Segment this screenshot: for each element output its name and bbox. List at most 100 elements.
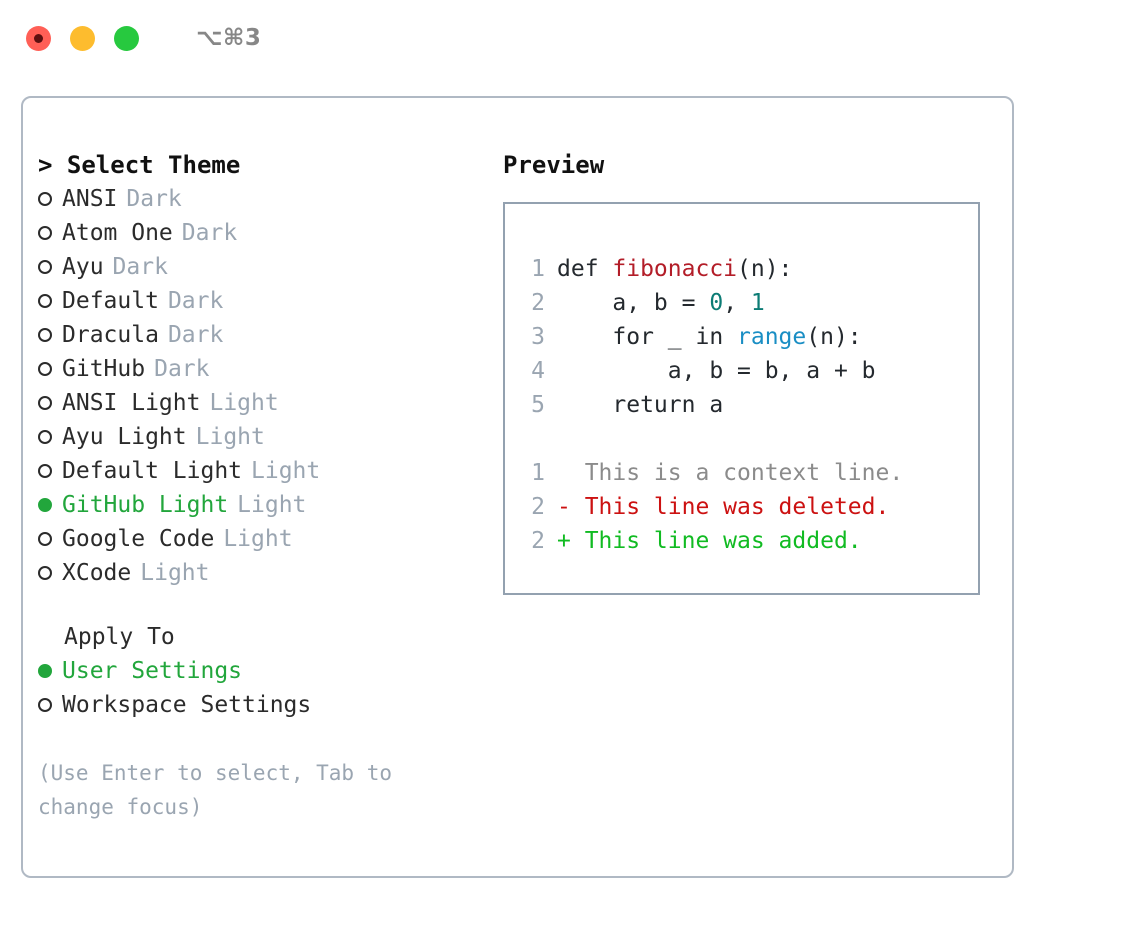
diff-content: This is a context line.	[557, 456, 904, 490]
theme-option-label: Atom One	[62, 220, 173, 246]
theme-option-label: Google Code	[62, 526, 215, 552]
keyboard-shortcut-label: ⌥⌘3	[196, 25, 262, 51]
code-content: return a	[557, 388, 723, 422]
token: + This line was added.	[557, 528, 862, 554]
theme-option-label: Ayu	[62, 254, 104, 280]
theme-option-11[interactable]: XCode Light	[38, 556, 493, 590]
theme-option-tag: Light	[237, 492, 307, 518]
theme-option-tag: Light	[251, 458, 321, 484]
line-number: 2	[531, 528, 545, 554]
line-number: 2	[531, 494, 545, 520]
radio-unselected-icon[interactable]	[38, 464, 52, 478]
recording-indicator-icon	[34, 33, 43, 43]
line-number: 2	[531, 290, 545, 316]
code-content: def fibonacci(n):	[557, 252, 792, 286]
preview-heading: Preview	[503, 151, 605, 179]
code-line: 5 return a	[521, 388, 978, 422]
theme-option-10[interactable]: Google Code Light	[38, 522, 493, 556]
line-number: 4	[531, 358, 545, 384]
token: a, b = b, a + b	[557, 358, 876, 384]
theme-option-tag: Dark	[154, 356, 210, 382]
title-bar: ⌥⌘3	[0, 0, 1140, 76]
theme-option-tag: Light	[209, 390, 279, 416]
code-content: a, b = b, a + b	[557, 354, 876, 388]
diff-content: - This line was deleted.	[557, 490, 889, 524]
theme-option-label: XCode	[62, 560, 132, 586]
theme-option-tag: Light	[223, 526, 293, 552]
radio-unselected-icon[interactable]	[38, 362, 52, 376]
theme-option-tag: Dark	[167, 288, 224, 314]
theme-option-tag: Dark	[112, 254, 168, 280]
token: (n):	[737, 256, 793, 282]
code-line: 3 for _ in range(n):	[521, 320, 978, 354]
radio-unselected-icon[interactable]	[38, 328, 52, 342]
theme-option-tag: Dark	[181, 220, 238, 246]
theme-option-label: GitHub	[62, 356, 146, 382]
theme-option-5[interactable]: GitHub Dark	[38, 352, 493, 386]
traffic-light-buttons	[26, 25, 139, 51]
theme-option-label: Default Light	[62, 458, 243, 484]
token: 0	[709, 290, 724, 316]
radio-selected-icon[interactable]	[38, 498, 52, 512]
theme-option-label: Ayu Light	[62, 424, 187, 450]
theme-option-2[interactable]: Ayu Dark	[38, 250, 493, 284]
theme-option-tag: Dark	[167, 322, 224, 348]
radio-unselected-icon[interactable]	[38, 260, 52, 274]
token: def	[557, 256, 613, 282]
token: a, b =	[557, 290, 710, 316]
radio-unselected-icon[interactable]	[38, 192, 52, 206]
theme-option-tag: Light	[195, 424, 265, 450]
apply-option-1[interactable]: Workspace Settings	[38, 688, 493, 722]
line-number: 3	[531, 324, 545, 350]
radio-selected-icon[interactable]	[38, 664, 52, 678]
token: for _ in	[557, 324, 738, 350]
minimize-button[interactable]	[70, 25, 95, 51]
apply-option-0[interactable]: User Settings	[38, 654, 493, 688]
diff-sample: 1 This is a context line. 2 - This line wa…	[521, 456, 978, 558]
close-button[interactable]	[26, 25, 51, 51]
theme-option-label: GitHub Light	[62, 492, 229, 518]
token: fibonacci	[612, 256, 738, 282]
token: range	[737, 324, 807, 350]
code-content: for _ in range(n):	[557, 320, 862, 354]
code-line: 2 a, b = 0, 1	[521, 286, 978, 320]
diff-line: 2 - This line was deleted.	[521, 490, 978, 524]
line-number: 1	[531, 256, 545, 282]
maximize-button[interactable]	[114, 25, 139, 51]
keyboard-hint-text: (Use Enter to select, Tab to change focu…	[38, 761, 393, 819]
radio-unselected-icon[interactable]	[38, 430, 52, 444]
diff-content: + This line was added.	[557, 524, 862, 558]
theme-option-9[interactable]: GitHub Light Light	[38, 488, 493, 522]
radio-unselected-icon[interactable]	[38, 226, 52, 240]
diff-line: 2 + This line was added.	[521, 524, 978, 558]
theme-option-1[interactable]: Atom One Dark	[38, 216, 493, 250]
token: ,	[723, 290, 751, 316]
radio-unselected-icon[interactable]	[38, 396, 52, 410]
radio-unselected-icon[interactable]	[38, 294, 52, 308]
token: (n):	[806, 324, 862, 350]
radio-unselected-icon[interactable]	[38, 532, 52, 546]
line-number: 1	[531, 460, 545, 486]
radio-unselected-icon[interactable]	[38, 698, 52, 712]
line-number: 5	[531, 392, 545, 418]
apply-to-heading: Apply To	[64, 624, 175, 650]
theme-option-8[interactable]: Default Light Light	[38, 454, 493, 488]
token: - This line was deleted.	[557, 494, 890, 520]
theme-option-7[interactable]: Ayu Light Light	[38, 420, 493, 454]
code-content: a, b = 0, 1	[557, 286, 764, 320]
theme-option-6[interactable]: ANSI Light Light	[38, 386, 493, 420]
theme-option-tag: Light	[140, 560, 210, 586]
apply-option-label: Workspace Settings	[62, 692, 312, 718]
radio-unselected-icon[interactable]	[38, 566, 52, 580]
theme-option-label: ANSI Light	[62, 390, 201, 416]
